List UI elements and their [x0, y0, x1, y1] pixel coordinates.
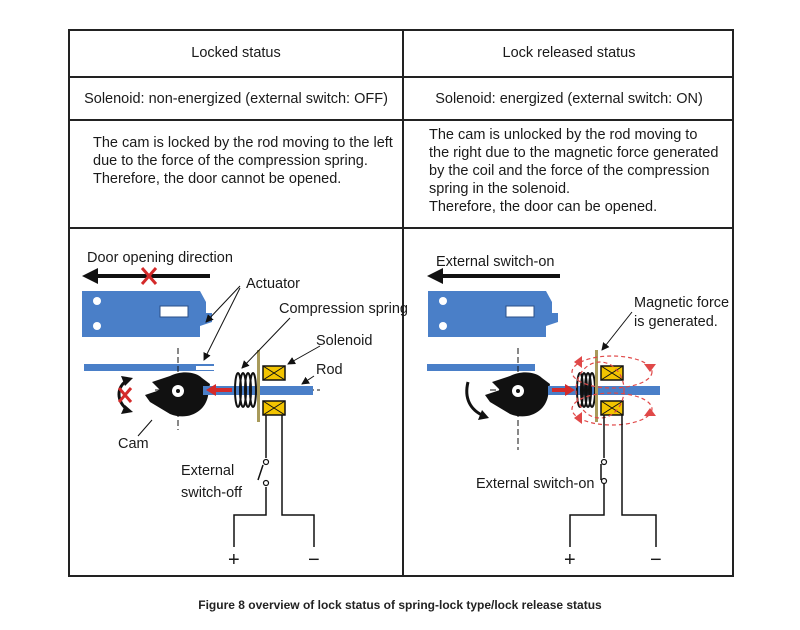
right-description-line: Therefore, the door can be opened. — [429, 199, 658, 215]
right-circuit-wires — [569, 415, 657, 547]
switch-label-line-2: switch-off — [181, 485, 243, 501]
compression-spring — [234, 372, 257, 408]
rod-label: Rod — [316, 362, 343, 378]
actuator — [428, 291, 558, 337]
actuator-hole — [439, 297, 447, 305]
actuator-hole — [93, 297, 101, 305]
actuator-pointer — [203, 287, 241, 361]
door-direction-label: Door opening direction — [87, 250, 233, 266]
magnetic-pointer — [601, 311, 633, 351]
right-description-line: spring in the solenoid. — [429, 181, 571, 197]
right-description: The cam is unlocked by the rod moving to… — [429, 126, 729, 216]
actuator-slot — [159, 305, 189, 318]
solenoid-plate — [595, 350, 598, 422]
right-description-line: the right due to the magnetic force gene… — [429, 145, 719, 161]
column-divider — [402, 29, 404, 577]
magnetic-force-label-2: is generated. — [634, 314, 718, 330]
solenoid-label: Solenoid — [316, 333, 372, 349]
actuator-hole — [439, 322, 447, 330]
magnetic-field-loops — [571, 355, 653, 426]
blocked-x-icon — [140, 267, 158, 285]
magnetic-force-label-1: Magnetic force — [634, 295, 729, 311]
left-description: The cam is locked by the rod moving to t… — [93, 134, 399, 188]
cam-rotation-arrowhead — [478, 410, 489, 420]
cam-pivot-center — [176, 389, 180, 393]
switch-on-bottom-label: External switch-on — [476, 476, 594, 492]
external-switch-off — [257, 458, 270, 487]
figure-caption: Figure 8 overview of lock status of spri… — [198, 598, 602, 612]
left-description-line: The cam is locked by the rod moving to t… — [93, 135, 393, 151]
right-description-line: by the coil and the force of the compres… — [429, 163, 710, 179]
compression-spring-label: Compression spring — [279, 301, 408, 317]
right-description-line: The cam is unlocked by the rod moving to — [429, 127, 698, 143]
cam-rotation-arrowhead — [121, 376, 133, 386]
row-divider-1 — [68, 76, 734, 78]
actuator-hole — [93, 322, 101, 330]
left-circuit-wires — [233, 415, 315, 547]
left-description-line: due to the force of the compression spri… — [93, 153, 368, 169]
door-direction-arrow — [82, 268, 210, 284]
cam-label: Cam — [118, 436, 149, 452]
field-arrowhead — [644, 364, 656, 372]
row-divider-3 — [68, 227, 734, 229]
rod — [548, 386, 660, 395]
solenoid-pointer — [287, 345, 321, 365]
row-divider-2 — [68, 119, 734, 121]
switch-on-top-label: External switch-on — [436, 254, 554, 270]
rod-pointer — [301, 375, 315, 385]
actuator-pointer — [205, 285, 241, 323]
cam-blocked-x-icon — [117, 387, 133, 403]
cam-pivot-center — [516, 389, 520, 393]
left-diagram: Door opening direction Actuator Ca — [82, 250, 408, 571]
actuator — [82, 291, 212, 337]
plus-terminal: + — [228, 549, 240, 571]
field-arrowhead — [574, 412, 582, 424]
right-header: Lock released status — [502, 45, 636, 61]
cam-pointer — [137, 419, 153, 437]
external-switch-on — [600, 458, 608, 485]
right-solenoid-state: Solenoid: energized (external switch: ON… — [435, 91, 703, 107]
rod-force-arrowhead — [565, 384, 575, 396]
left-header: Locked status — [191, 45, 281, 61]
spring-pointer — [241, 317, 291, 369]
left-solenoid-state: Solenoid: non-energized (external switch… — [84, 91, 388, 107]
minus-terminal: − — [650, 549, 662, 571]
door-open-arrow — [427, 268, 560, 284]
actuator-bar — [84, 364, 214, 371]
cam-rotation-arrowhead — [121, 405, 133, 414]
cam-rotation-arrow — [465, 381, 485, 418]
switch-label-line-1: External — [181, 463, 234, 479]
minus-terminal: − — [308, 549, 320, 571]
field-arrowhead — [574, 356, 582, 368]
rod-force-arrowhead — [206, 384, 216, 396]
actuator-label: Actuator — [246, 276, 300, 292]
left-description-line: Therefore, the door cannot be opened. — [93, 171, 342, 187]
right-diagram: External switch-on Magnetic force is gen… — [427, 254, 729, 571]
actuator-slot — [505, 305, 535, 318]
actuator-bar-slot — [196, 366, 216, 370]
plus-terminal: + — [564, 549, 576, 571]
actuator-bar — [427, 364, 535, 371]
solenoid-plate — [257, 350, 260, 422]
table-frame — [68, 29, 734, 577]
field-arrowhead — [644, 408, 656, 416]
